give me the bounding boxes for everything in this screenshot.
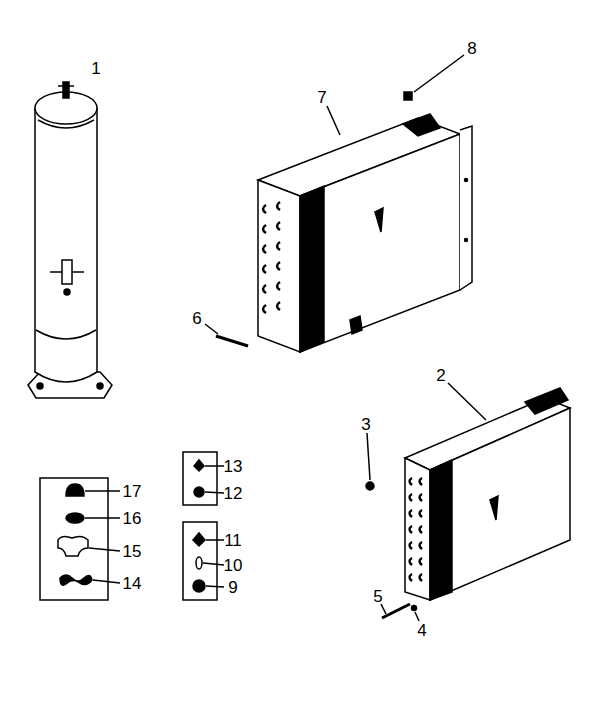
callout-number: 17 [123, 483, 142, 500]
callout-number: 3 [361, 416, 370, 433]
callout-number: 14 [123, 575, 142, 592]
callout-number: 7 [317, 89, 326, 106]
parts-panel [183, 452, 217, 505]
compressor [28, 82, 112, 398]
callout-number: 5 [373, 588, 382, 605]
screw [404, 92, 412, 100]
callout-number: 10 [224, 557, 243, 574]
callout-number: 9 [228, 579, 237, 596]
evaporator-coil [405, 388, 570, 600]
callout-number: 13 [224, 458, 243, 475]
callout-number: 16 [123, 510, 142, 527]
parts-panel [183, 522, 217, 600]
condenser-coil [258, 114, 472, 352]
callout-number: 2 [436, 367, 445, 384]
parts-panel [40, 478, 108, 600]
callout-number: 12 [224, 485, 243, 502]
callout-number: 15 [123, 543, 142, 560]
callout-number: 6 [192, 310, 201, 327]
callout-number: 1 [91, 60, 100, 77]
callout-number: 4 [417, 622, 426, 639]
callout-number: 8 [467, 40, 476, 57]
callout-number: 11 [224, 532, 242, 549]
